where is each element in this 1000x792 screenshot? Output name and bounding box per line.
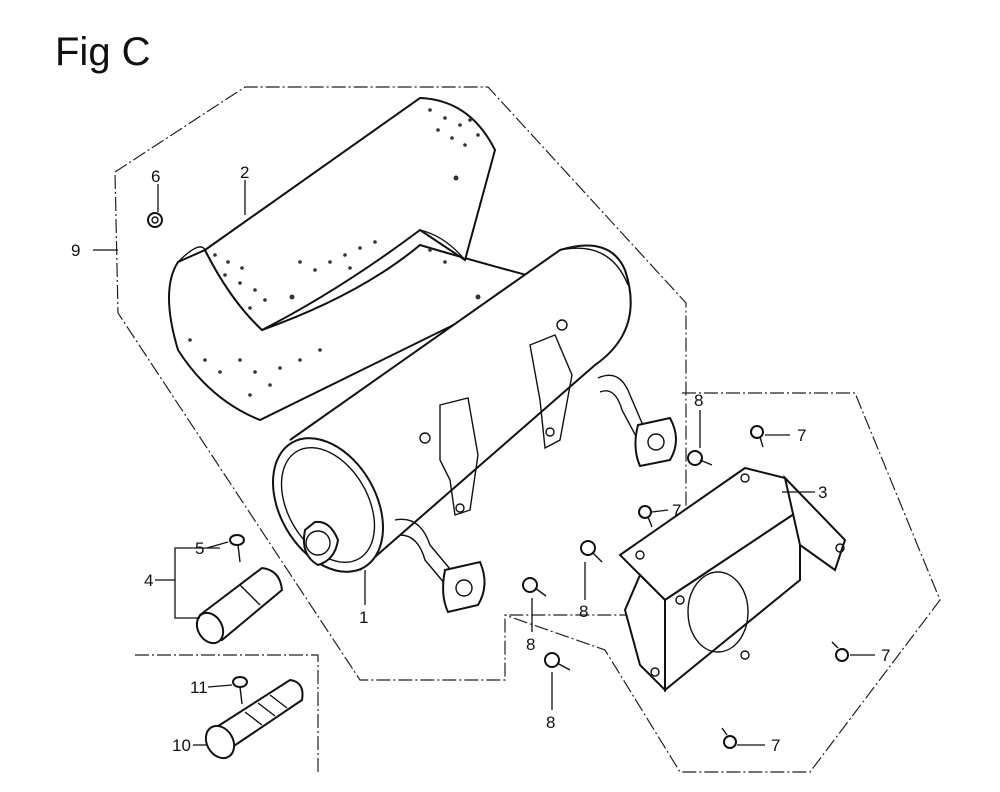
callout-10: 10	[172, 736, 191, 755]
screw-5	[229, 534, 245, 563]
bolt-7-top	[750, 425, 764, 448]
callout-5: 5	[195, 539, 204, 558]
heat-shield-perforations	[188, 108, 481, 397]
callout-7-bottom: 7	[771, 736, 780, 755]
bolt-8-upper	[687, 450, 713, 466]
group-outline-option	[135, 654, 319, 775]
spark-arrester	[204, 678, 304, 760]
callout-7-middle: 7	[672, 501, 681, 520]
callout-7-top: 7	[797, 426, 806, 445]
group-outline-bracket	[504, 392, 941, 773]
bolt-8-center-left	[522, 577, 547, 597]
nut-6	[147, 212, 163, 228]
screw-11	[232, 676, 248, 705]
callout-3: 3	[818, 483, 827, 502]
callout-9: 9	[71, 241, 80, 260]
heat-shield	[168, 96, 548, 422]
callout-8-upper: 8	[694, 391, 703, 410]
callout-8-lower: 8	[546, 713, 555, 732]
callout-11: 11	[190, 678, 208, 697]
group-outline-muffler	[114, 86, 687, 681]
muffler-protector-bracket	[618, 466, 847, 693]
bolt-7-bottom	[721, 727, 737, 749]
callout-8-center-right: 8	[579, 602, 588, 621]
figure-title: Fig C	[55, 30, 151, 74]
callout-7-right: 7	[881, 646, 890, 665]
leader-lines	[93, 180, 875, 746]
callout-8-center-left: 8	[526, 635, 535, 654]
callout-6: 6	[151, 167, 160, 186]
bolt-8-center-right	[580, 540, 603, 563]
callout-2: 2	[240, 163, 249, 182]
bolt-8-lower	[544, 652, 571, 671]
callout-1: 1	[359, 608, 368, 627]
bolt-7-middle	[638, 505, 653, 528]
tail-pipe	[195, 566, 284, 645]
bolt-7-right	[831, 641, 849, 662]
muffler	[272, 244, 677, 614]
callout-4: 4	[144, 571, 153, 590]
